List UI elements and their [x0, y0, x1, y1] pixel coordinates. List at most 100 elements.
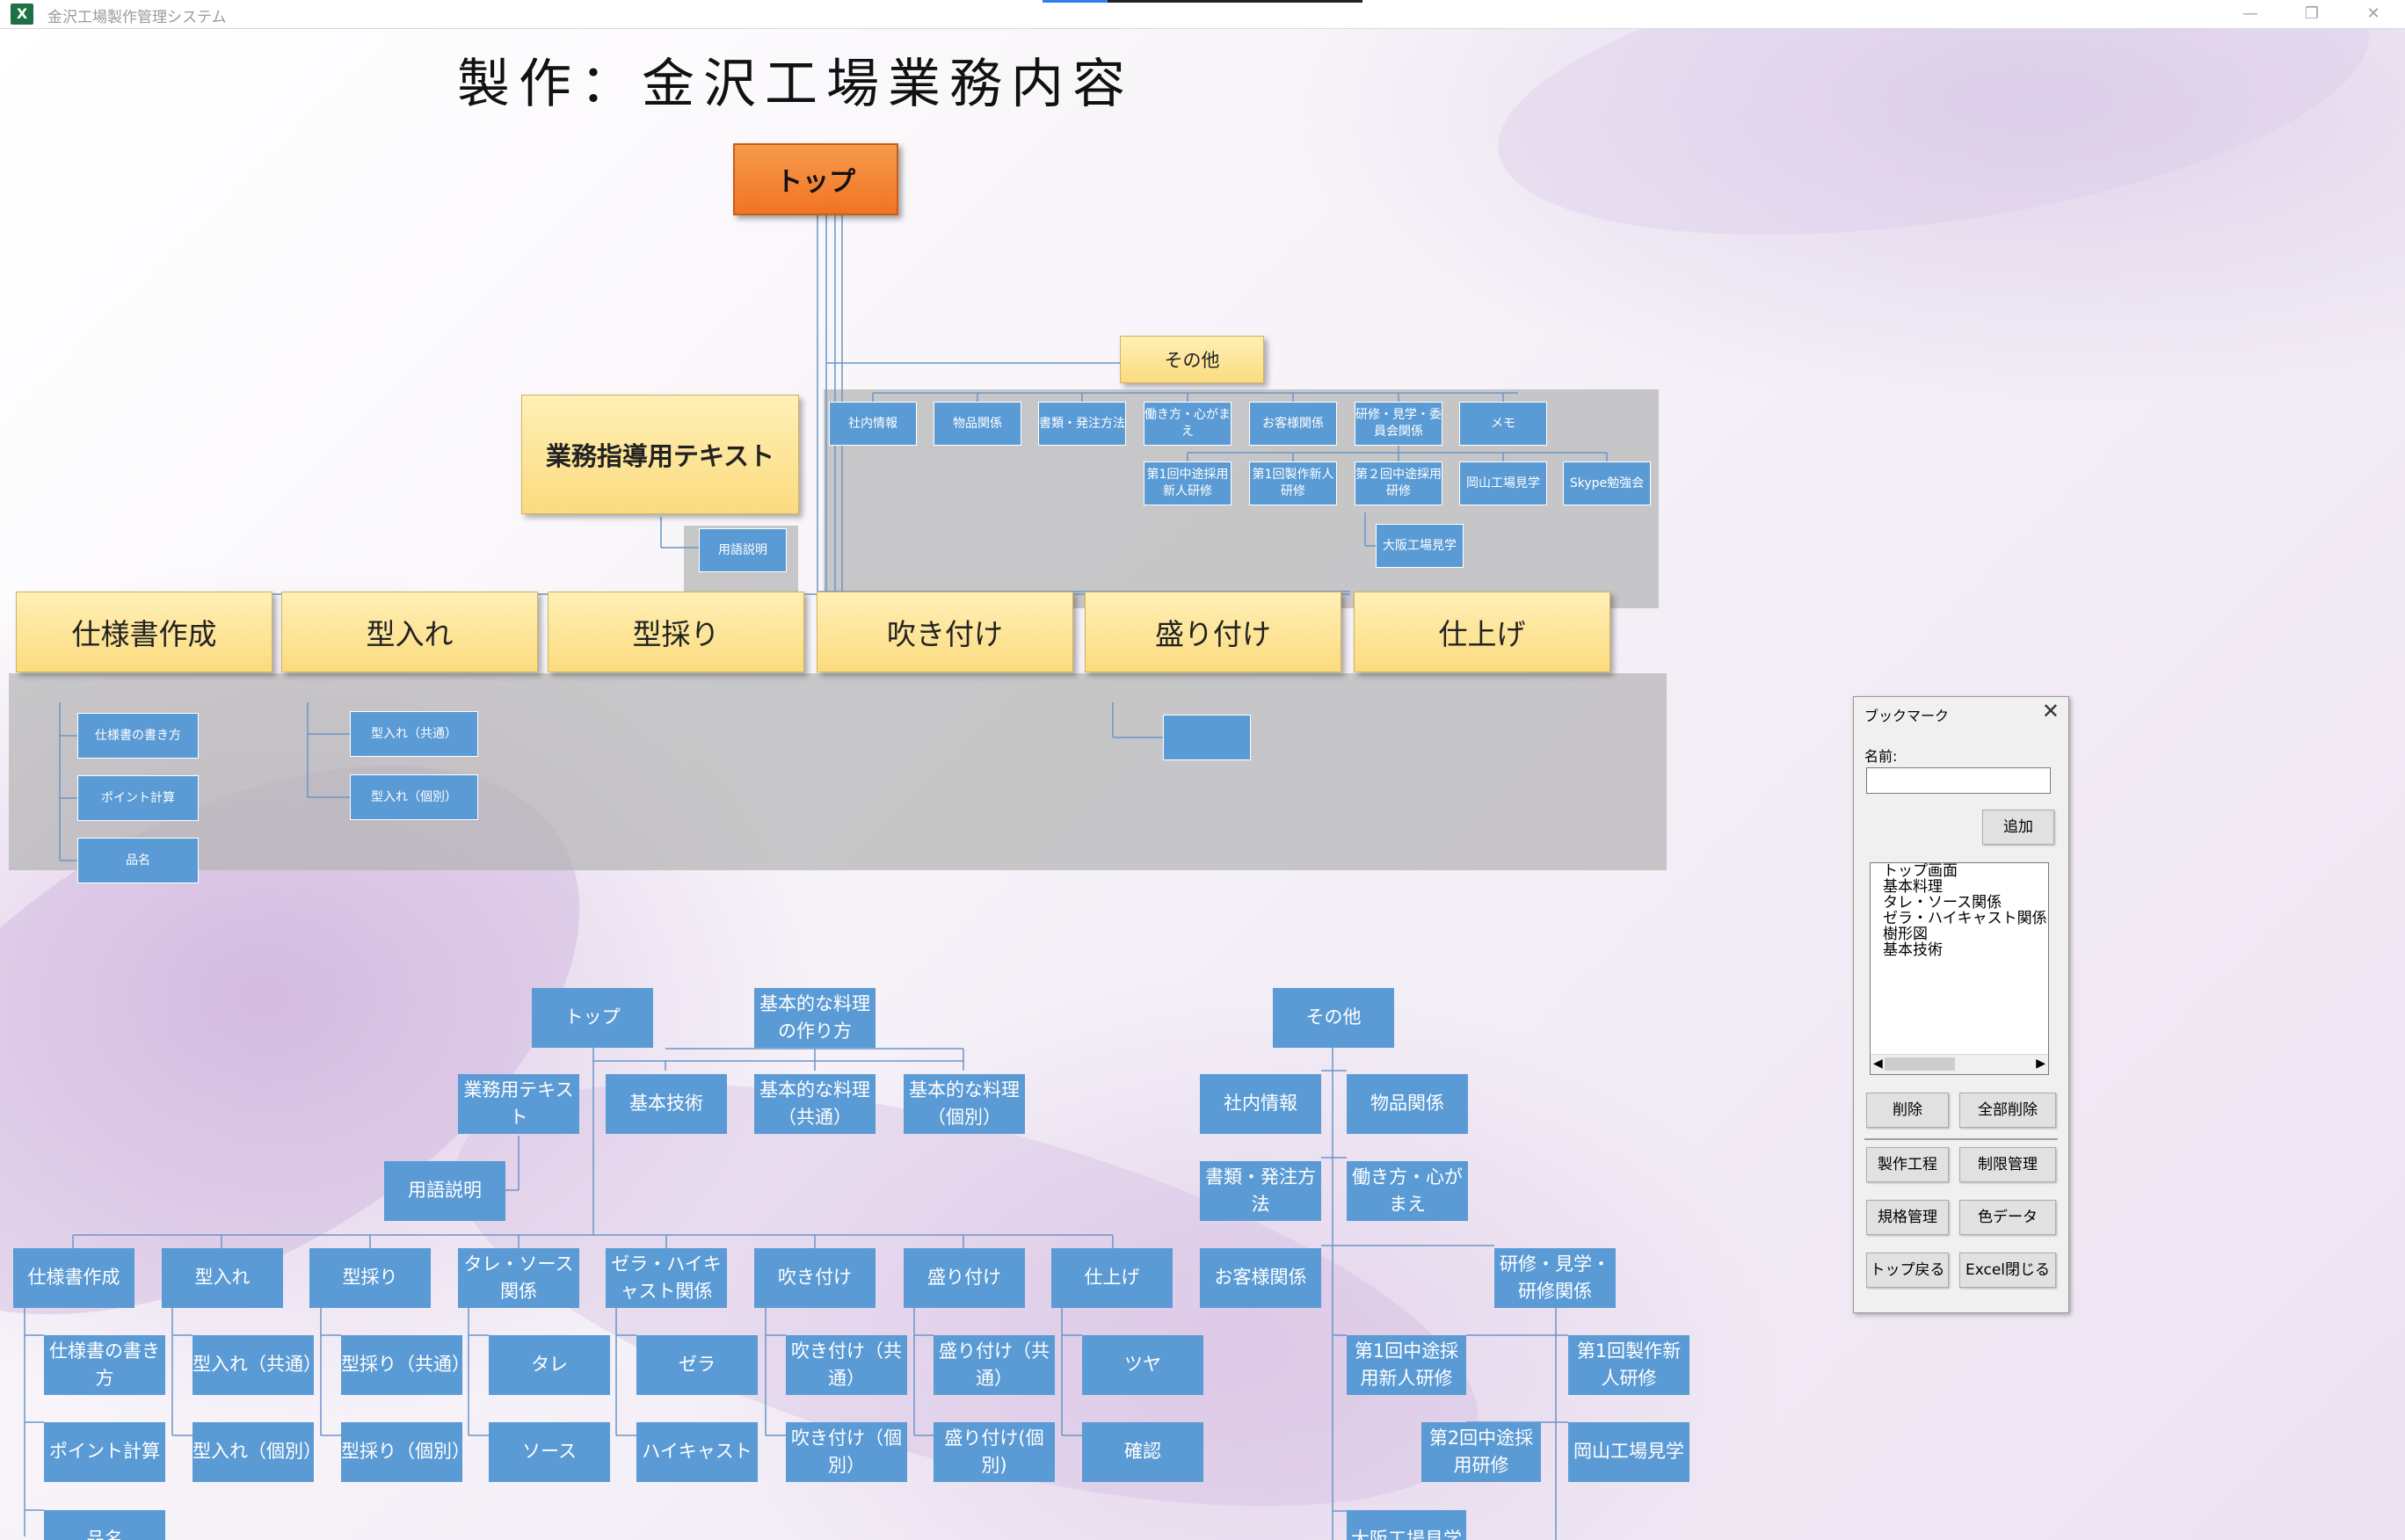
- map-other-customers[interactable]: お客様関係: [1200, 1248, 1321, 1308]
- map-basic-cooking[interactable]: 基本的な料理の作り方: [754, 988, 876, 1048]
- map-sauce-sauce[interactable]: ソース: [489, 1422, 610, 1482]
- map-process-spec[interactable]: 仕様書作成: [13, 1248, 134, 1308]
- map-process-zera[interactable]: ゼラ・ハイキャスト関係: [606, 1248, 727, 1308]
- map-process-moritsuke[interactable]: 盛り付け: [904, 1248, 1025, 1308]
- moritsuke-item-blank[interactable]: [1163, 715, 1251, 760]
- map-business-text[interactable]: 業務用テキスト: [458, 1074, 579, 1134]
- close-excel-button[interactable]: Excel閉じる: [1959, 1253, 2056, 1288]
- map-training-midcareer-1[interactable]: 第1回中途採用新人研修: [1347, 1335, 1466, 1395]
- map-katairi-common[interactable]: 型入れ（共通）: [193, 1335, 322, 1395]
- close-icon[interactable]: ✕: [2041, 699, 2060, 723]
- map-moritsuke-common[interactable]: 盛り付け（共通）: [934, 1335, 1055, 1395]
- map-other-training[interactable]: 研修・見学・研修関係: [1494, 1248, 1616, 1308]
- map-spec-point-calc[interactable]: ポイント計算: [44, 1422, 165, 1482]
- delete-all-button[interactable]: 全部削除: [1959, 1093, 2056, 1128]
- map-basic-technique[interactable]: 基本技術: [606, 1074, 727, 1134]
- bookmark-list-item[interactable]: タレ・ソース関係: [1883, 894, 2002, 912]
- map-training-osaka-visit[interactable]: 大阪工場見学: [1347, 1510, 1466, 1540]
- other-item-company-info[interactable]: 社内情報: [829, 402, 917, 446]
- map-top[interactable]: トップ: [532, 988, 653, 1048]
- spec-item-howto[interactable]: 仕様書の書き方: [77, 713, 199, 759]
- map-basic-individual[interactable]: 基本的な料理（個別）: [904, 1074, 1025, 1134]
- process-spec-button[interactable]: 仕様書作成: [16, 592, 272, 672]
- delete-button[interactable]: 削除: [1866, 1093, 1949, 1128]
- other-item-work-attitude[interactable]: 働き方・心がまえ: [1144, 402, 1232, 446]
- map-fukitsuke-individual[interactable]: 吹き付け（個別）: [786, 1422, 907, 1482]
- map-glossary[interactable]: 用語説明: [384, 1161, 505, 1221]
- scroll-right-icon[interactable]: ▶: [2036, 1057, 2045, 1071]
- minimize-icon[interactable]: —: [2242, 4, 2258, 23]
- map-katatori-individual[interactable]: 型採り（個別）: [341, 1422, 470, 1482]
- spec-item-product-name[interactable]: 品名: [77, 838, 199, 883]
- add-button[interactable]: 追加: [1982, 810, 2054, 845]
- map-moritsuke-individual[interactable]: 盛り付け(個別): [934, 1422, 1055, 1482]
- bookmark-name-input[interactable]: [1866, 767, 2051, 794]
- process-katairi-button[interactable]: 型入れ: [281, 592, 538, 672]
- map-shiage-check[interactable]: 確認: [1082, 1422, 1203, 1482]
- bookmark-list-item[interactable]: トップ画面: [1883, 862, 1958, 880]
- other-item-training[interactable]: 研修・見学・委員会関係: [1355, 402, 1442, 446]
- map-process-shiage[interactable]: 仕上げ: [1051, 1248, 1173, 1308]
- bookmark-list-item[interactable]: 樹形図: [1883, 926, 1928, 943]
- map-process-katatori[interactable]: 型採り: [309, 1248, 431, 1308]
- other-button[interactable]: その他: [1120, 336, 1264, 383]
- training-item-osaka-visit[interactable]: 大阪工場見学: [1376, 524, 1464, 568]
- map-process-sauce[interactable]: タレ・ソース関係: [458, 1248, 579, 1308]
- map-process-katairi[interactable]: 型入れ: [162, 1248, 283, 1308]
- training-item-new-production-1[interactable]: 第1回製作新人研修: [1249, 461, 1337, 505]
- map-katairi-individual[interactable]: 型入れ（個別）: [193, 1422, 322, 1482]
- katairi-item-individual[interactable]: 型入れ（個別）: [350, 774, 478, 820]
- training-item-midcareer-1[interactable]: 第1回中途採用新人研修: [1144, 461, 1232, 505]
- map-training-new-production-1[interactable]: 第1回製作新人研修: [1568, 1335, 1689, 1395]
- map-other-company-info[interactable]: 社内情報: [1200, 1074, 1321, 1134]
- process-fukitsuke-button[interactable]: 吹き付け: [817, 592, 1073, 672]
- page-title: 製作：金沢工場業務内容: [457, 54, 1134, 115]
- process-shiage-button[interactable]: 仕上げ: [1354, 592, 1610, 672]
- production-process-button[interactable]: 製作工程: [1866, 1147, 1949, 1182]
- loading-progress-bar: [1043, 0, 1362, 3]
- spec-management-button[interactable]: 規格管理: [1866, 1200, 1949, 1235]
- bookmark-list-item[interactable]: 基本技術: [1883, 941, 1943, 959]
- scroll-left-icon[interactable]: ◀: [1873, 1057, 1883, 1071]
- map-zera-hicast[interactable]: ハイキャスト: [636, 1422, 758, 1482]
- map-other-work-attitude[interactable]: 働き方・心がまえ: [1347, 1161, 1468, 1221]
- other-item-memo[interactable]: メモ: [1459, 402, 1547, 446]
- map-spec-product-name[interactable]: 品名: [44, 1510, 165, 1540]
- map-training-okayama-visit[interactable]: 岡山工場見学: [1568, 1422, 1689, 1482]
- glossary-button[interactable]: 用語説明: [699, 528, 787, 572]
- bookmark-listbox[interactable]: トップ画面 基本料理 タレ・ソース関係 ゼラ・ハイキャスト関係 樹形図 基本技術…: [1870, 862, 2049, 1075]
- map-training-midcareer-2[interactable]: 第2回中途採用研修: [1421, 1422, 1541, 1482]
- map-shiage-gloss[interactable]: ツヤ: [1082, 1335, 1203, 1395]
- map-other[interactable]: その他: [1273, 988, 1394, 1048]
- return-to-top-button[interactable]: トップ戻る: [1866, 1253, 1949, 1288]
- map-other-supplies[interactable]: 物品関係: [1347, 1074, 1468, 1134]
- bookmark-list-item[interactable]: 基本料理: [1883, 878, 1943, 896]
- map-zera-zera[interactable]: ゼラ: [636, 1335, 758, 1395]
- process-katatori-button[interactable]: 型採り: [548, 592, 804, 672]
- top-button[interactable]: トップ: [733, 143, 898, 215]
- map-spec-howto[interactable]: 仕様書の書き方: [44, 1335, 165, 1395]
- map-other-documents[interactable]: 書類・発注方法: [1200, 1161, 1321, 1221]
- horizontal-scrollbar[interactable]: ◀ ▶: [1871, 1054, 2048, 1074]
- map-basic-common[interactable]: 基本的な料理（共通）: [754, 1074, 876, 1134]
- color-data-button[interactable]: 色データ: [1959, 1200, 2056, 1235]
- bookmark-list-item[interactable]: ゼラ・ハイキャスト関係: [1883, 910, 2047, 927]
- guidance-text-button[interactable]: 業務指導用テキスト: [521, 395, 799, 514]
- other-item-customers[interactable]: お客様関係: [1249, 402, 1337, 446]
- spec-item-point-calc[interactable]: ポイント計算: [77, 775, 199, 821]
- training-item-okayama-visit[interactable]: 岡山工場見学: [1459, 461, 1547, 505]
- map-sauce-tare[interactable]: タレ: [489, 1335, 610, 1395]
- map-fukitsuke-common[interactable]: 吹き付け（共通）: [786, 1335, 907, 1395]
- training-item-midcareer-2[interactable]: 第２回中途採用研修: [1355, 461, 1442, 505]
- scrollbar-thumb[interactable]: [1885, 1057, 1955, 1071]
- close-icon[interactable]: ✕: [2366, 4, 2380, 23]
- katairi-item-common[interactable]: 型入れ（共通）: [350, 711, 478, 757]
- training-item-skype-study[interactable]: Skype勉強会: [1563, 461, 1651, 505]
- map-katatori-common[interactable]: 型採り（共通）: [341, 1335, 470, 1395]
- restriction-management-button[interactable]: 制限管理: [1959, 1147, 2056, 1182]
- map-process-fukitsuke[interactable]: 吹き付け: [754, 1248, 876, 1308]
- other-item-supplies[interactable]: 物品関係: [934, 402, 1021, 446]
- other-item-documents-ordering[interactable]: 書類・発注方法: [1038, 402, 1126, 446]
- restore-icon[interactable]: ❐: [2304, 4, 2320, 23]
- process-moritsuke-button[interactable]: 盛り付け: [1085, 592, 1341, 672]
